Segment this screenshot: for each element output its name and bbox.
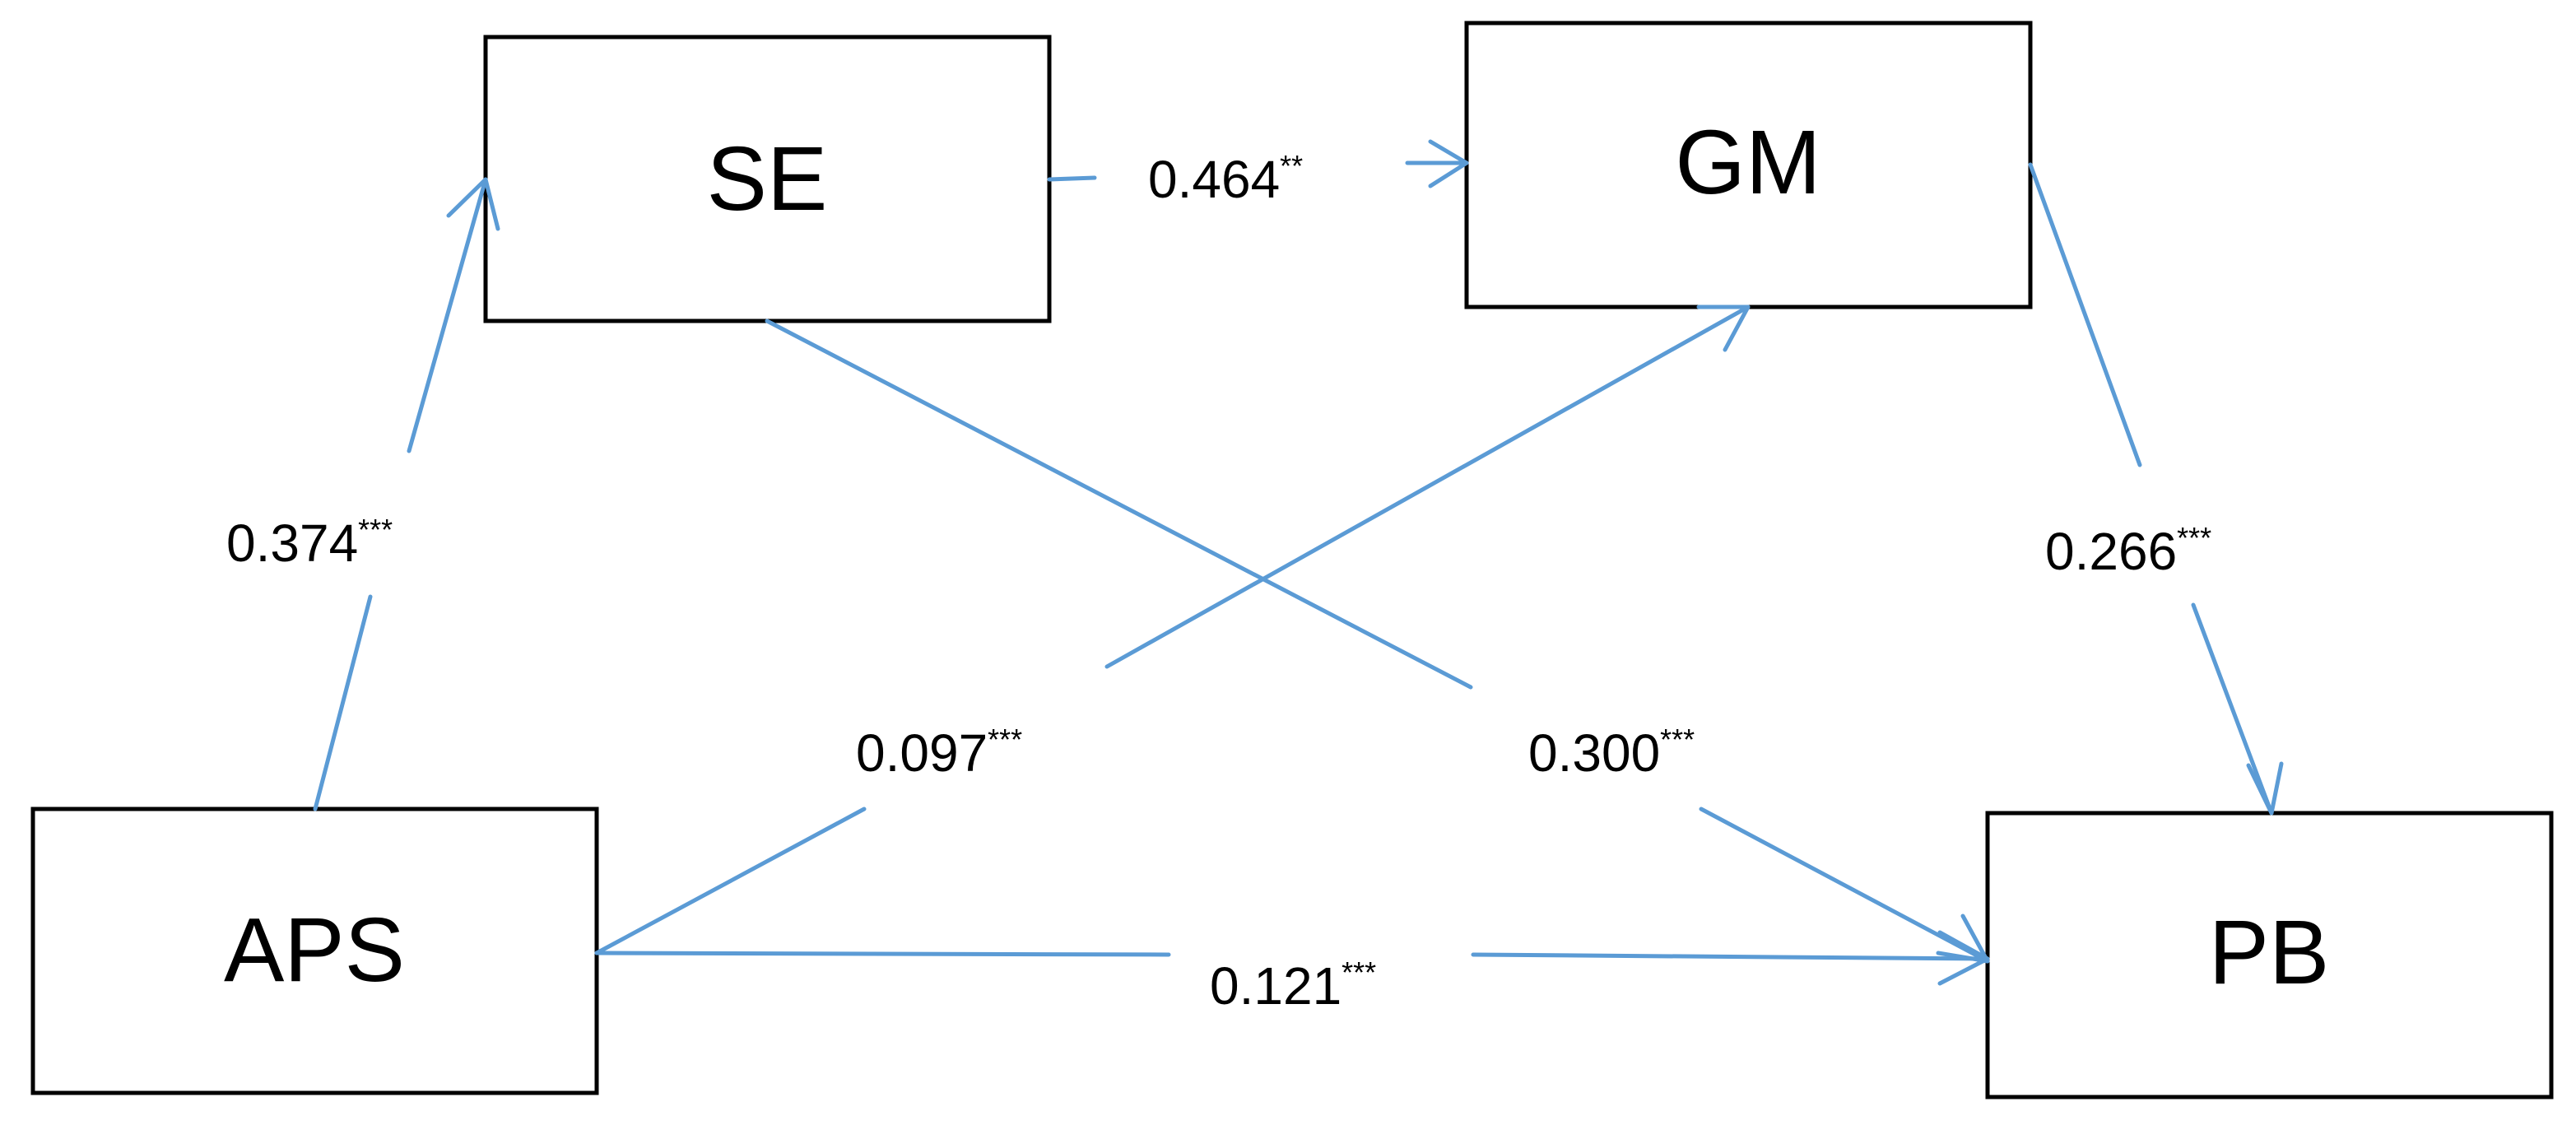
path-se-gm-line-left [1047, 175, 1097, 182]
path-aps-gm-significance: *** [988, 723, 1022, 756]
node-pb-box [1985, 811, 2554, 1099]
path-gm-pb: 0.266*** [2028, 162, 2284, 816]
path-aps-gm-line-lower [594, 807, 867, 955]
path-aps-pb-arrowhead [1937, 930, 1990, 986]
path-se-pb-significance: *** [1660, 723, 1695, 756]
path-se-gm-coefficient: 0.464** [1148, 149, 1303, 209]
node-pb-label: PB [2209, 902, 2330, 1003]
path-aps-se-significance: *** [358, 513, 393, 546]
path-se-gm-significance: ** [1280, 149, 1303, 183]
path-aps-pb-line-left [594, 951, 1171, 957]
path-se-gm: 0.464** [1047, 139, 1469, 209]
path-se-pb-value: 0.300 [1528, 723, 1660, 783]
path-aps-pb: 0.121*** [594, 930, 1990, 1016]
node-se: SE [483, 35, 1052, 323]
path-aps-gm-line-upper [1104, 304, 1751, 669]
path-aps-se-line-lower [313, 594, 373, 811]
path-aps-gm-coefficient: 0.097*** [856, 723, 1022, 783]
path-aps-se-value: 0.374 [226, 514, 358, 573]
node-gm-box [1464, 21, 2033, 309]
path-aps-pb-line-right [1471, 952, 1990, 961]
node-gm: GM [1464, 21, 2033, 309]
node-se-box [483, 35, 1052, 323]
path-gm-pb-line-upper [2028, 162, 2142, 467]
path-aps-pb-significance: *** [1341, 955, 1376, 989]
node-aps-label: APS [224, 900, 405, 1001]
path-aps-pb-value: 0.121 [1210, 956, 1341, 1016]
path-se-pb-arrowhead [1936, 913, 1990, 964]
node-gm-label: GM [1675, 112, 1820, 213]
path-gm-pb-line-lower [2191, 602, 2274, 816]
path-se-pb-line-upper [765, 318, 1473, 690]
path-aps-gm-value: 0.097 [856, 723, 988, 783]
path-gm-pb-coefficient: 0.266*** [2045, 521, 2211, 581]
path-aps-gm: 0.097*** [594, 304, 1751, 955]
node-se-label: SE [707, 128, 828, 230]
path-se-pb: 0.300*** [765, 318, 1990, 964]
path-se-gm-value: 0.464 [1148, 150, 1280, 209]
path-se-pb-line-lower [1699, 807, 1990, 964]
path-aps-pb-coefficient: 0.121*** [1210, 955, 1376, 1016]
path-aps-se-coefficient: 0.374*** [226, 513, 393, 573]
path-aps-gm-arrowhead [1696, 304, 1751, 352]
path-se-gm-arrowhead [1428, 139, 1469, 188]
path-gm-pb-value: 0.266 [2045, 522, 2177, 581]
path-aps-se: 0.374*** [226, 177, 500, 811]
node-aps: APS [30, 807, 599, 1095]
path-aps-se-arrowhead [446, 177, 500, 231]
path-se-pb-coefficient: 0.300*** [1528, 723, 1695, 783]
path-gm-pb-arrowhead [2246, 761, 2284, 816]
path-gm-pb-significance: *** [2177, 521, 2211, 555]
node-pb: PB [1985, 811, 2554, 1099]
path-aps-se-line-upper [407, 177, 488, 453]
